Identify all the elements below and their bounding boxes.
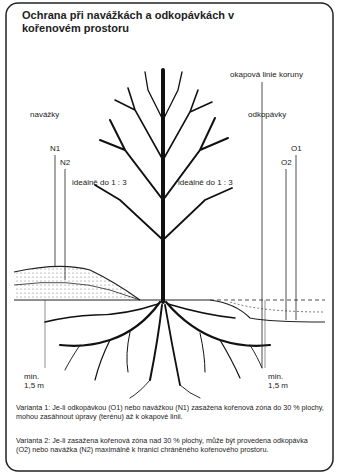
callout-number: N1 xyxy=(50,144,60,153)
section-label: navážky xyxy=(30,110,59,119)
drip-line-label: okapová linie koruny xyxy=(230,70,303,79)
dimension-label: min. 1,5 m xyxy=(24,372,50,390)
ratio-label: ideálně do 1 : 3 xyxy=(72,178,127,187)
leader-lines xyxy=(45,82,296,368)
callout-number: O2 xyxy=(281,158,292,167)
frame xyxy=(6,3,333,471)
title: Ochrana při navážkách a odkopávkách v ko… xyxy=(22,9,272,35)
dimension-label: min. 1,5 m xyxy=(268,372,294,390)
note-text: Varianta 1: Je-li odkopávkou (O1) nebo n… xyxy=(16,404,324,422)
ratio-label: ideálně do 1 : 3 xyxy=(178,178,233,187)
ground-line xyxy=(14,300,325,322)
callout-number: N2 xyxy=(60,158,70,167)
section-label: odkopávky xyxy=(248,110,286,119)
callout-number: O1 xyxy=(291,144,302,153)
roots xyxy=(45,302,270,398)
original-ground xyxy=(210,300,325,301)
note-text: Varianta 2: Je-li zasažena kořenová zóna… xyxy=(16,437,324,455)
fill-soil xyxy=(14,266,140,300)
